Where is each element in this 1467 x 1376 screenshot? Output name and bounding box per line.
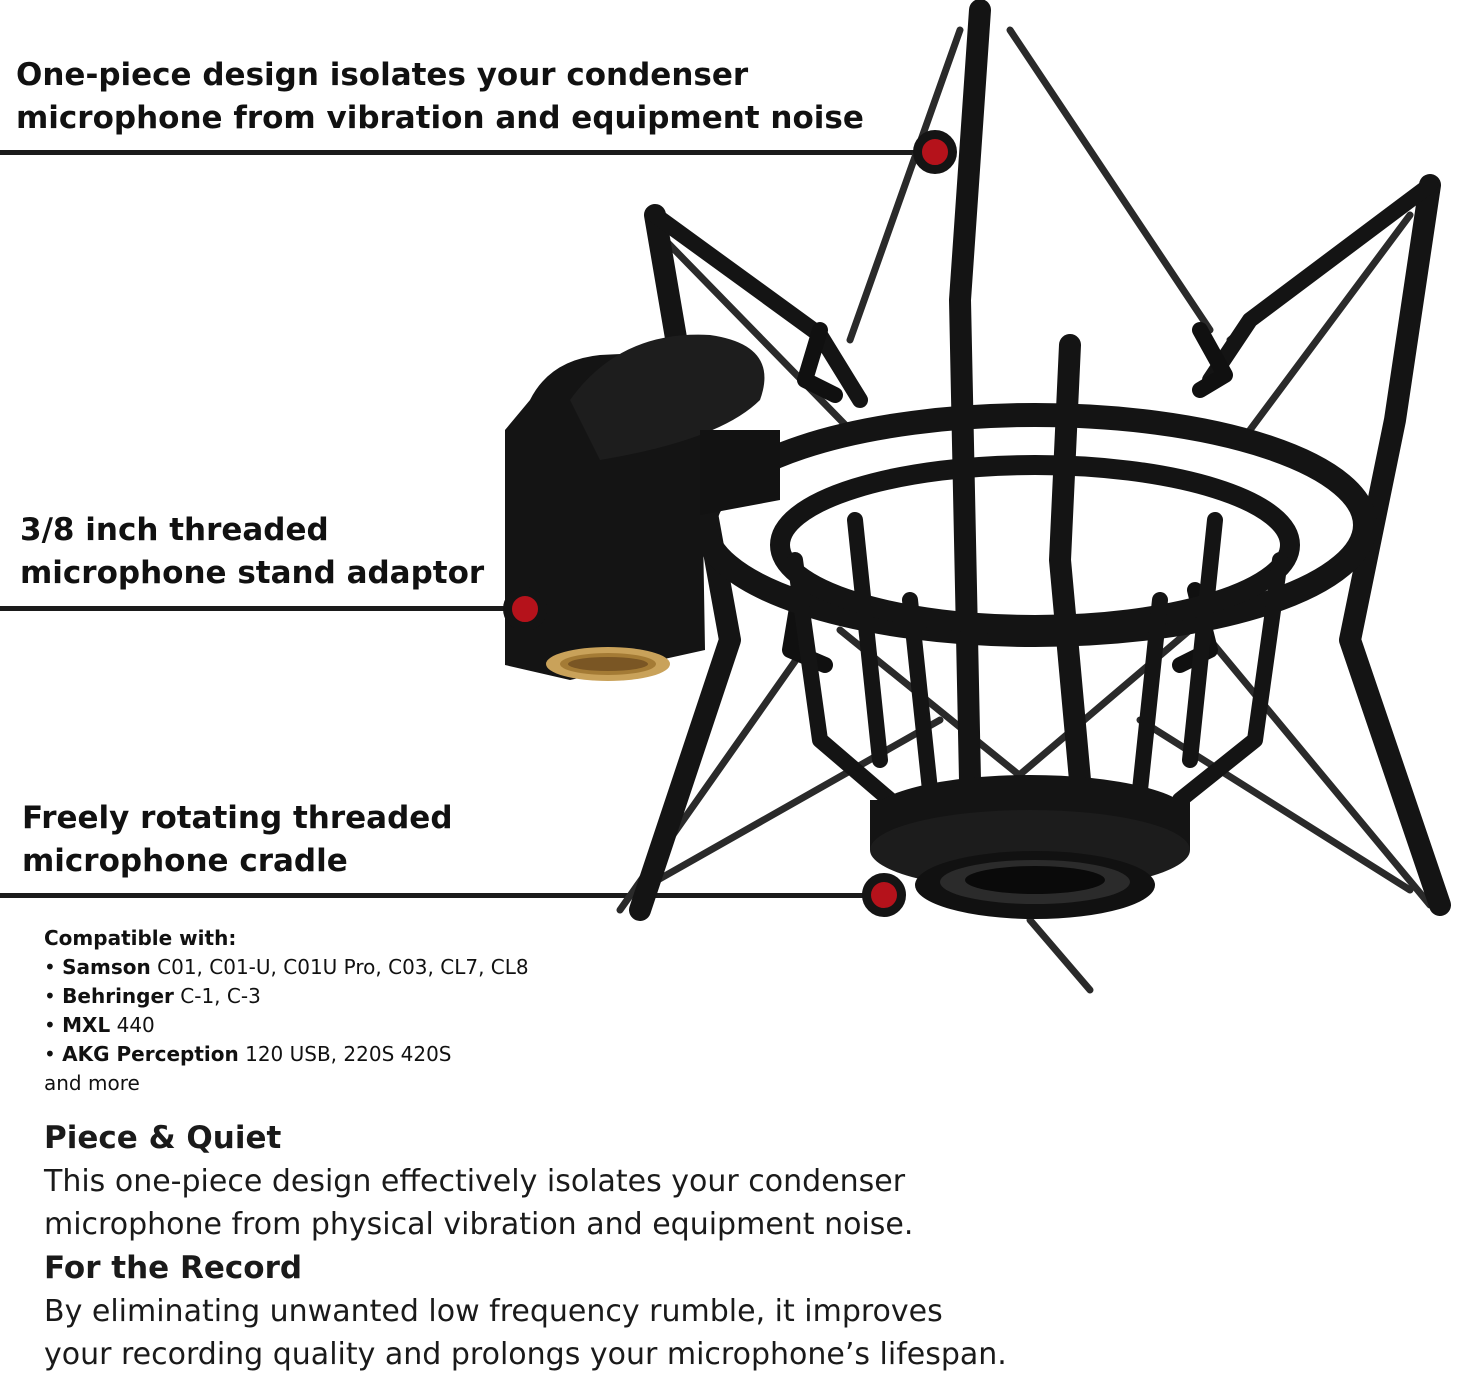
callout-stand-adaptor: 3/8 inch threaded microphone stand adapt…	[20, 509, 484, 595]
feature-piece-and-quiet: Piece & Quiet This one-piece design effe…	[44, 1117, 913, 1246]
compat-models: 440	[116, 1013, 155, 1037]
compatibility-list: Compatible with: • Samson C01, C01-U, C0…	[44, 924, 529, 1098]
callout-dot	[862, 873, 906, 917]
compat-item: • MXL 440	[44, 1013, 155, 1037]
feature-for-the-record: For the Record By eliminating unwanted l…	[44, 1247, 1007, 1376]
compat-brand: AKG Perception	[62, 1042, 239, 1066]
callout-line: 3/8 inch threaded	[20, 512, 329, 548]
callout-dot	[913, 130, 957, 174]
leader-line	[0, 893, 880, 898]
compat-brand: MXL	[62, 1013, 111, 1037]
feature-text: This one-piece design effectively isolat…	[44, 1164, 906, 1199]
feature-heading: For the Record	[44, 1250, 303, 1286]
callout-rotating-cradle: Freely rotating threaded microphone crad…	[22, 797, 453, 883]
compat-item: • Behringer C-1, C-3	[44, 984, 261, 1008]
compat-models: 120 USB, 220S 420S	[245, 1042, 452, 1066]
feature-text: By eliminating unwanted low frequency ru…	[44, 1294, 943, 1329]
leader-line	[0, 150, 930, 155]
callout-line: microphone stand adaptor	[20, 555, 485, 591]
compat-item: • AKG Perception 120 USB, 220S 420S	[44, 1042, 452, 1066]
feature-text: your recording quality and prolongs your…	[44, 1337, 1007, 1372]
feature-heading: Piece & Quiet	[44, 1120, 282, 1156]
shock-mount-image	[505, 0, 1451, 994]
compat-heading: Compatible with:	[44, 926, 237, 950]
callout-line: microphone from vibration and equipment …	[16, 100, 864, 136]
callout-vibration-isolation: One-piece design isolates your condenser…	[16, 54, 864, 140]
callout-line: Freely rotating threaded	[22, 800, 453, 836]
callout-line: One-piece design isolates your condenser	[16, 57, 749, 93]
compat-models: C01, C01-U, C01U Pro, C03, CL7, CL8	[157, 955, 529, 979]
leader-line	[0, 606, 520, 611]
feature-text: microphone from physical vibration and e…	[44, 1207, 914, 1242]
compat-footer: and more	[44, 1071, 140, 1095]
callout-line: microphone cradle	[22, 843, 348, 879]
compat-item: • Samson C01, C01-U, C01U Pro, C03, CL7,…	[44, 955, 529, 979]
compat-models: C-1, C-3	[180, 984, 261, 1008]
callout-dot	[503, 587, 547, 631]
compat-brand: Samson	[62, 955, 151, 979]
compat-brand: Behringer	[62, 984, 174, 1008]
